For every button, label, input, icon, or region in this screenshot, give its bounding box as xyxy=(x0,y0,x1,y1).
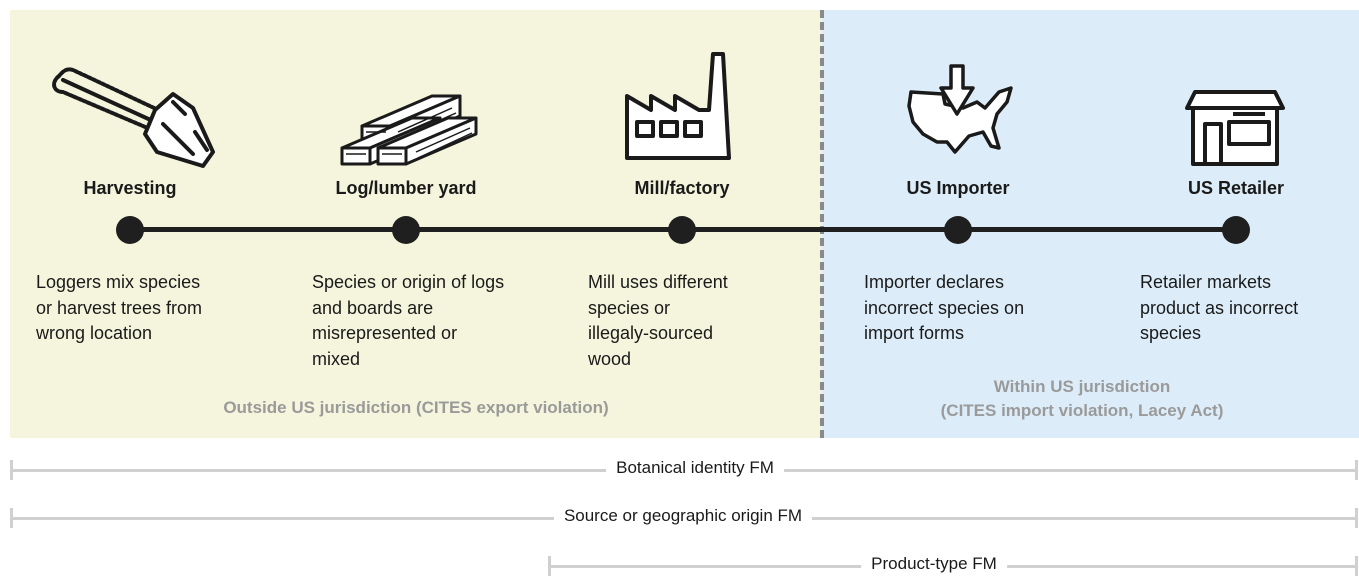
range-botanical-identity: Botanical identity FM xyxy=(10,458,1358,480)
stage-description-log-lumber-yard: Species or origin of logs and boards are… xyxy=(312,272,505,369)
stage-label-harvesting: Harvesting xyxy=(83,178,177,198)
outside-us-jurisdiction-label: Outside US jurisdiction (CITES export vi… xyxy=(223,398,609,417)
timeline-node-mill-factory xyxy=(668,216,696,244)
range-product-type: Product-type FM xyxy=(548,554,1358,576)
factory-icon xyxy=(625,52,731,160)
stage-label-log-lumber-yard: Log/lumber yard xyxy=(335,178,477,198)
us-map-import-icon xyxy=(907,64,1013,154)
range-source-origin: Source or geographic origin FM xyxy=(10,506,1358,528)
stage-description-us-importer: Importer declares incorrect species on i… xyxy=(864,272,1025,343)
stage-description-us-retailer: Retailer markets product as incorrect sp… xyxy=(1140,272,1299,343)
timeline-node-harvesting xyxy=(116,216,144,244)
stage-description-harvesting: Loggers mix species or harvest trees fro… xyxy=(36,272,203,343)
stage-label-us-importer: US Importer xyxy=(906,178,1010,198)
within-us-panel xyxy=(822,10,1359,438)
within-us-jurisdiction-label: Within US jurisdiction (CITES import vio… xyxy=(940,377,1224,420)
chainsaw-icon xyxy=(52,67,215,168)
timeline-node-us-retailer xyxy=(1222,216,1250,244)
timeline-node-us-importer xyxy=(944,216,972,244)
range-label-botanical-identity: Botanical identity FM xyxy=(606,458,784,478)
store-icon xyxy=(1185,90,1285,166)
stage-label-us-retailer: US Retailer xyxy=(1187,178,1285,198)
jurisdiction-divider xyxy=(820,10,824,438)
lumber-stack-icon xyxy=(340,94,478,166)
stage-description-mill-factory: Mill uses different species or illegaly-… xyxy=(588,272,728,369)
timeline-node-log-lumber-yard xyxy=(392,216,420,244)
range-label-product-type: Product-type FM xyxy=(861,554,1007,574)
range-label-source-origin: Source or geographic origin FM xyxy=(553,506,813,526)
stage-label-mill-factory: Mill/factory xyxy=(634,178,730,198)
